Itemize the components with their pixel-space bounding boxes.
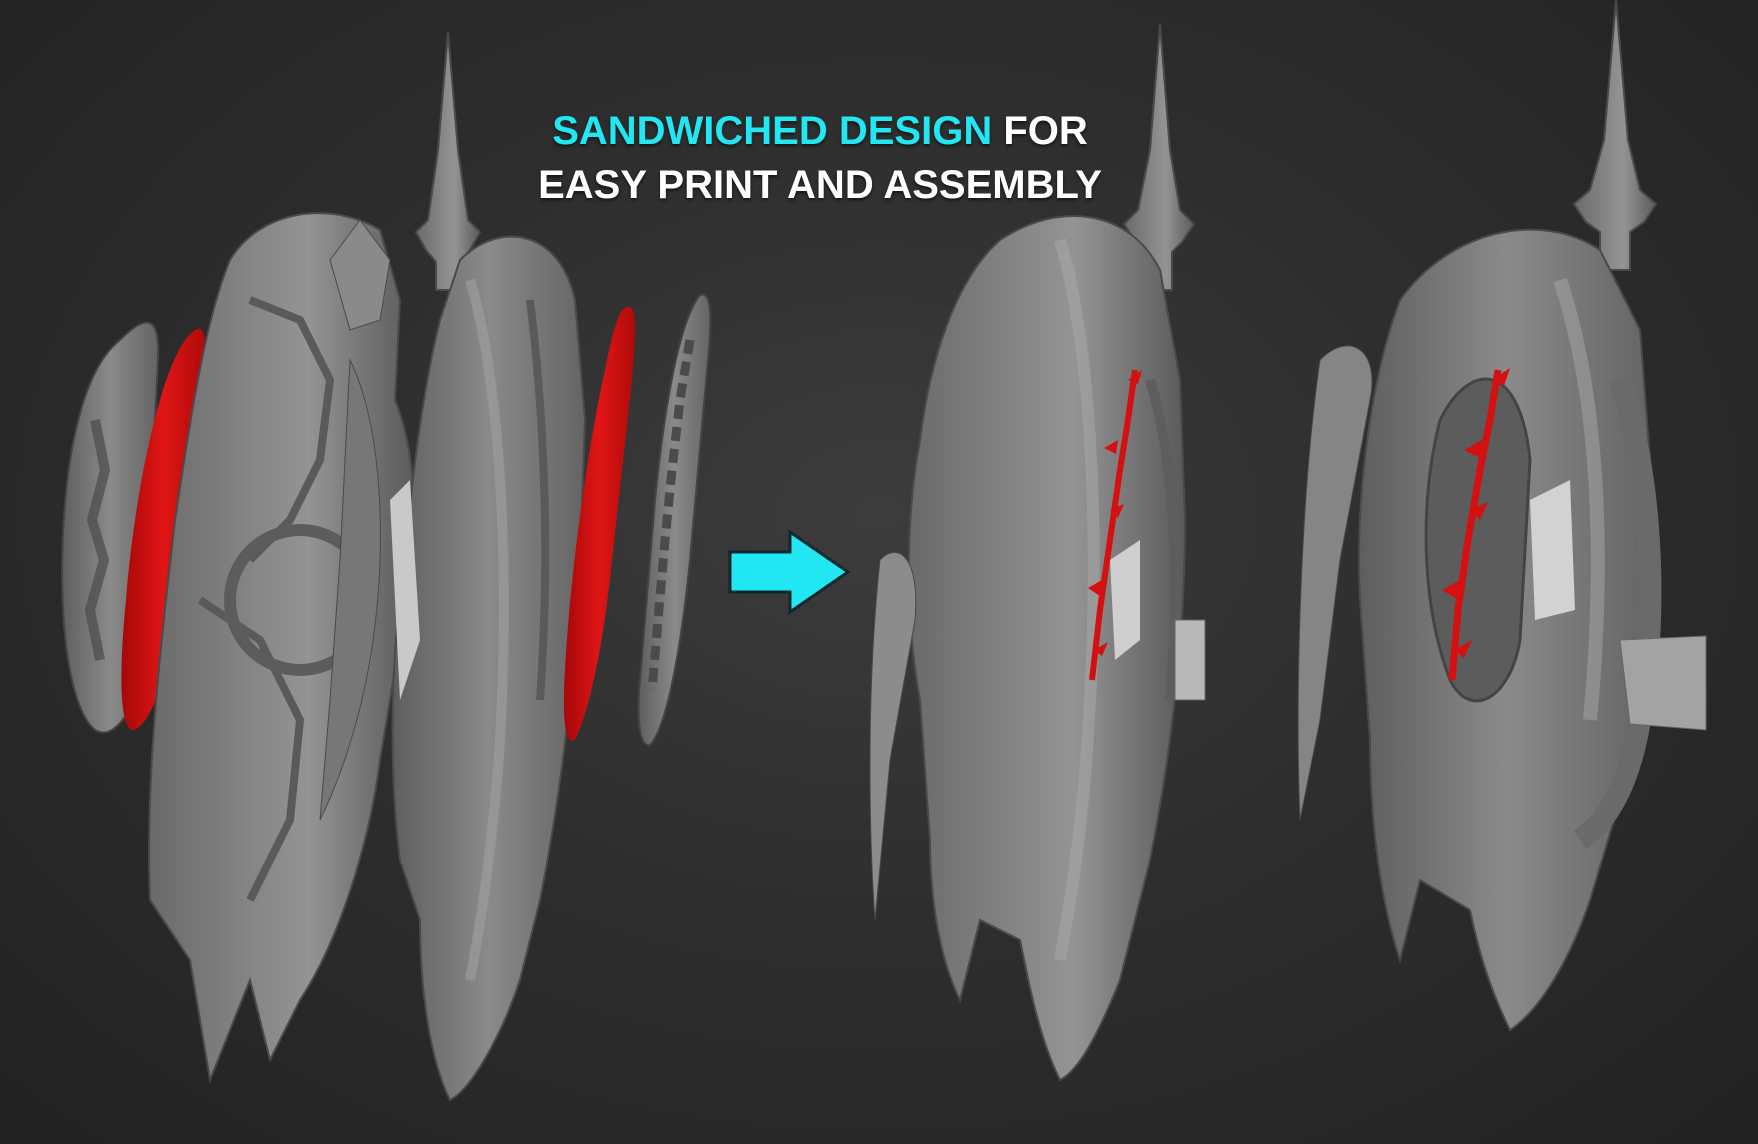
headline-line-1-rest: FOR — [992, 109, 1088, 153]
spire-left — [414, 31, 482, 291]
spire-right — [1572, 0, 1658, 271]
right-arrow-icon — [728, 529, 851, 615]
headline-accent: SANDWICHED DESIGN — [552, 109, 993, 153]
red-pattern-front — [1089, 369, 1138, 681]
red-insert-left — [121, 328, 205, 730]
assembled-view-angled — [1297, 0, 1707, 1032]
headline-line-2: EASY PRINT AND ASSEMBLY — [538, 163, 1102, 207]
assembled-view-front — [869, 23, 1206, 1082]
headline: SANDWICHED DESIGN FOR EASY PRINT AND ASS… — [470, 104, 1170, 212]
exploded-view — [61, 31, 712, 1102]
red-insert-right — [563, 306, 636, 741]
shield-assembled-front — [907, 215, 1187, 1082]
red-pattern-angled — [1448, 369, 1502, 681]
headline-line-1: SANDWICHED DESIGN FOR — [470, 104, 1170, 158]
